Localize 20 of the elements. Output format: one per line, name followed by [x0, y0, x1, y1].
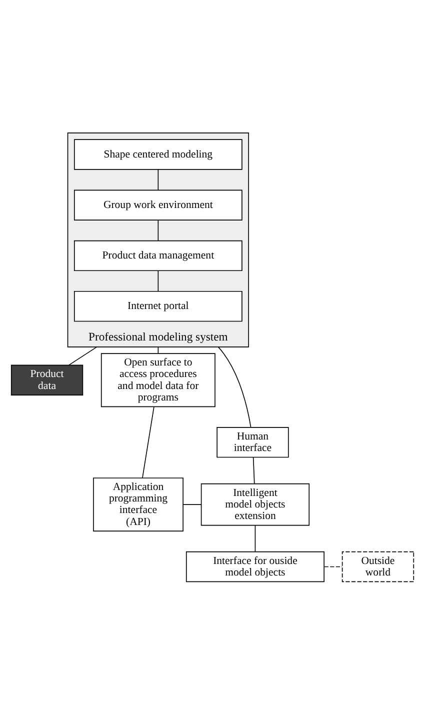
connector [68, 346, 98, 366]
connector [182, 504, 202, 505]
node-box: Application programming interface (API) [93, 478, 184, 532]
connector [158, 169, 159, 190]
node-box: Open surface to access procedures and model data for programs [100, 353, 216, 408]
connector [158, 220, 159, 241]
connector [254, 525, 256, 552]
connector [142, 406, 154, 478]
node-box: Human interface [216, 426, 289, 458]
connector [324, 566, 343, 568]
node-box: Interface for ouside model objects [186, 551, 324, 582]
node-box: Shape centered modeling [74, 139, 242, 170]
node-box: Group work environment [74, 190, 242, 220]
node-box: Intelligent model objects extension [200, 483, 310, 526]
node-box: Internet portal [74, 290, 242, 322]
connector [158, 270, 159, 292]
node-box: Product data management [74, 240, 242, 272]
node-box: Product data [10, 364, 84, 396]
node-box: Outside world [342, 551, 414, 582]
connector [252, 457, 255, 484]
